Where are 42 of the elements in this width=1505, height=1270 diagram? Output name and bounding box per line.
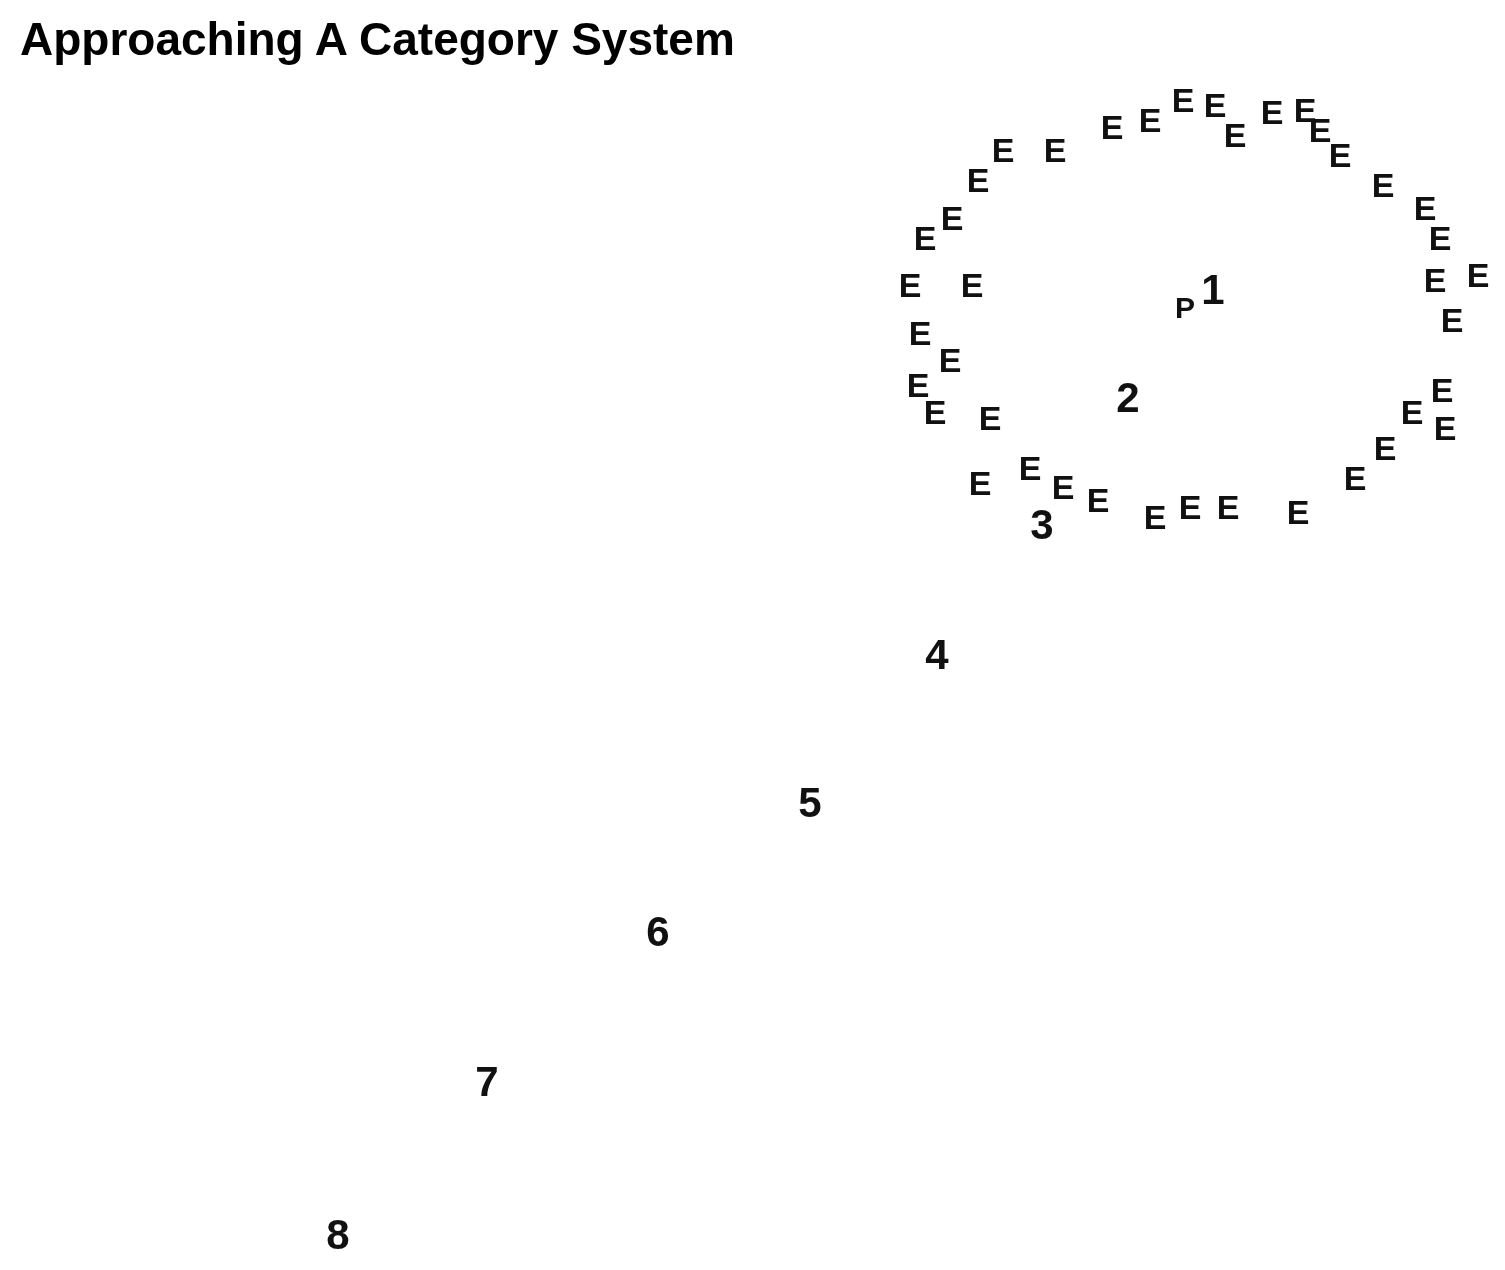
number-label: 2 (1116, 377, 1140, 419)
number-label: 4 (925, 634, 949, 676)
letter-mark: E (1286, 495, 1310, 529)
letter-mark: E (1343, 461, 1367, 495)
letter-mark: E (1430, 373, 1454, 407)
letter-mark: E (1440, 303, 1464, 337)
letter-mark: E (1051, 470, 1075, 504)
letter-mark: E (1100, 110, 1124, 144)
number-label: 1 (1201, 269, 1225, 311)
letter-mark: E (1371, 168, 1395, 202)
letter-mark: E (913, 221, 937, 255)
letter-mark: E (1143, 500, 1167, 534)
letter-mark: E (906, 368, 930, 402)
letter-mark: E (968, 466, 992, 500)
letter-mark: E (1086, 483, 1110, 517)
letter-mark: E (1178, 490, 1202, 524)
letter-mark: E (1373, 431, 1397, 465)
letter-mark: E (898, 268, 922, 302)
letter-mark: P (1175, 293, 1195, 323)
title: Approaching A Category System (20, 12, 735, 66)
letter-mark: E (1260, 95, 1284, 129)
letter-mark: E (908, 316, 932, 350)
letter-mark: E (966, 163, 990, 197)
letter-mark: E (978, 401, 1002, 435)
letter-mark: E (1018, 451, 1042, 485)
letter-mark: E (938, 343, 962, 377)
letter-mark: E (1171, 83, 1195, 117)
number-label: 5 (798, 782, 822, 824)
number-label: 7 (475, 1061, 499, 1103)
letter-mark: E (960, 268, 984, 302)
letter-mark: E (1138, 103, 1162, 137)
letter-mark: E (1216, 490, 1240, 524)
letter-mark: E (1400, 395, 1424, 429)
number-label: 3 (1030, 504, 1054, 546)
number-label: 6 (646, 911, 670, 953)
letter-mark: E (1423, 263, 1447, 297)
number-label: 8 (326, 1214, 350, 1256)
letter-mark: E (1433, 411, 1457, 445)
letter-mark: E (1043, 133, 1067, 167)
letter-mark: E (1466, 258, 1490, 292)
letter-mark: E (991, 133, 1015, 167)
letter-mark: E (940, 201, 964, 235)
